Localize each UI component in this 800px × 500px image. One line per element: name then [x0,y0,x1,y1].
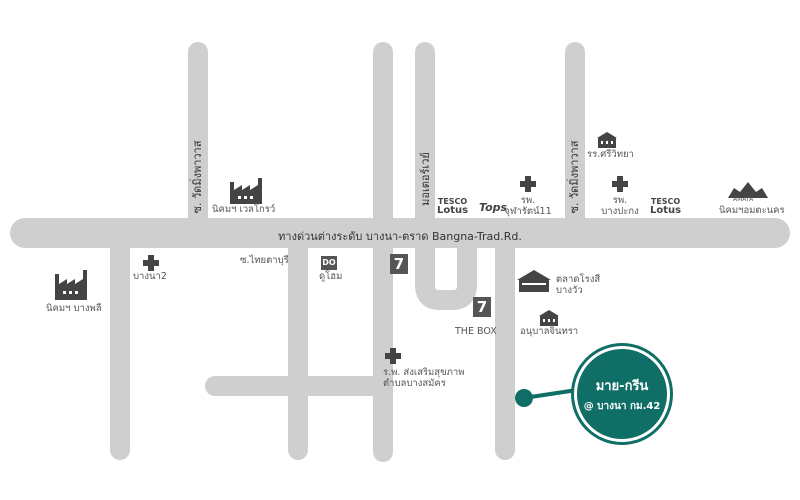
road-right-1 [495,235,515,460]
hospital-icon [612,176,628,192]
seven-eleven-logo: 7 [473,297,491,317]
estate-bangplee-label: นิคมฯ บางพลี [46,303,102,314]
school-icon [597,132,617,148]
kindergarten-label: อนุบาลจินทรา [520,326,579,337]
health-center-label: ร.พ. ส่งเสริมสุขภาพตำบลบางสมัคร [383,367,465,389]
road-main [10,218,790,248]
hospital-icon [143,255,159,271]
the-box-label: THE BOX [455,326,497,337]
seven-eleven-logo: 7 [390,254,408,274]
road-left-2 [288,235,308,460]
hospital-icon [520,176,536,192]
amata-icon [728,182,768,198]
market-icon [517,270,551,292]
school-icon [539,310,559,326]
road-spur [205,376,385,396]
soi-wat-label-1: ซ. วัดมิ่งพาวาส [191,140,204,214]
factory-icon [55,270,87,300]
main-road-label: ทางด่วนต่างระดับ บางนา-ตราด Bangna-Trad.… [278,230,522,243]
tops-logo: Tops [479,201,508,214]
factory-icon [230,178,262,204]
road-soi-wat-2 [565,42,585,242]
destination-name: มาย-กรีน [595,379,649,394]
hospital-jul-label: รพ.จุฬารัตน์11 [504,195,552,217]
amata-logo-text: AMATA [733,196,754,203]
hospital-icon [385,348,401,364]
road-center-1 [373,42,393,462]
market-label: ตลาดโรงสีบางวัว [556,274,601,296]
destination-pin[interactable] [515,389,533,407]
road-motorway [415,42,435,242]
destination-location: @ บางนา กม.42 [583,401,661,412]
soi-thaitaburi-label: ซ.ไทยตาบุรี [240,255,289,266]
dohome-label: ดูโฮม [319,271,343,282]
estate-welgrow-label: นิคมฯ เวลโกรว์ [212,204,276,215]
road-left-1 [110,235,130,460]
dohome-logo: DO [321,256,337,270]
destination-badge[interactable]: มาย-กรีน @ บางนา กม.42 [574,346,670,442]
road-u-turn [415,225,477,310]
amata-label: นิคมฯอมตะนคร [719,205,785,216]
school-label: รร.ศรีวิทยา [587,149,634,160]
road-soi-wat-1 [188,42,208,242]
bangna2-label: บางนา2 [133,271,167,282]
soi-wat-label-2: ซ. วัดมิ่งพาวาส [568,140,581,214]
hospital-bangprang-label: รพ.บางปะกง [601,195,639,217]
motorway-label: มอเตอร์เวย์ [419,152,432,206]
